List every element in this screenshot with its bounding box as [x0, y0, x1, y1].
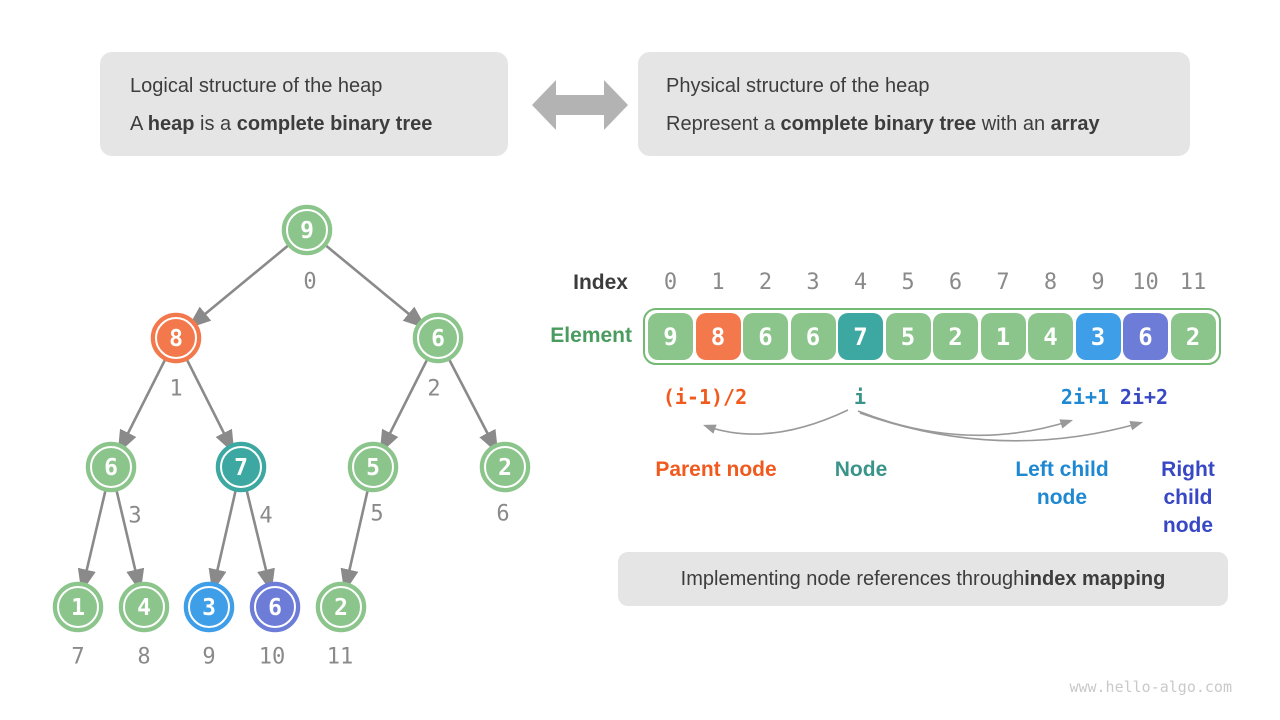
array-index-2: 2	[758, 270, 773, 295]
array-index-9: 9	[1091, 270, 1105, 295]
array-index-1: 1	[711, 270, 725, 295]
tree-index-label-9: 9	[202, 645, 215, 670]
tree-index-label-2: 2	[427, 377, 440, 402]
index-mapping-caption: Implementing node references through ind…	[618, 552, 1228, 606]
array-cell-6: 2	[933, 313, 978, 360]
node-role-label-1: Node	[834, 458, 888, 481]
tree-edge-1-3	[117, 359, 166, 454]
tree-index-label-4: 4	[259, 504, 272, 529]
node-role-label-2: Left child node	[1015, 458, 1109, 509]
tree-node-11: 2	[315, 581, 367, 633]
logical-structure-line2: A heap is a complete binary tree	[130, 113, 433, 135]
index-formula-2: 2i+1	[1060, 385, 1110, 409]
tree-node-7: 1	[52, 581, 104, 633]
tree-index-label-10: 10	[259, 645, 286, 670]
physical-structure-line1: Physical structure of the heap	[666, 75, 930, 97]
array-index-label: Index	[573, 271, 628, 294]
array-cell-10: 6	[1123, 313, 1168, 360]
physical-structure-box: Physical structure of the heap Represent…	[638, 52, 1190, 156]
array-cell-1: 8	[695, 313, 741, 360]
tree-node-0: 9	[281, 204, 333, 256]
tree-index-label-1: 1	[169, 377, 182, 402]
watermark: www.hello-algo.com	[1069, 678, 1232, 696]
tree-node-value: 2	[334, 595, 348, 621]
array-element-label: Element	[550, 324, 632, 347]
tree-node-value: 8	[169, 326, 183, 352]
index-formula-0: (i-1)/2	[662, 385, 748, 409]
tree-node-9: 3	[183, 581, 235, 633]
array-cell-0: 9	[648, 313, 693, 360]
tree-index-label-5: 5	[370, 502, 383, 527]
index-formula-1: i	[853, 385, 867, 409]
array-index-8: 8	[1043, 270, 1058, 295]
tree-node-value: 6	[104, 455, 118, 481]
tree-index-label-0: 0	[303, 270, 316, 295]
tree-node-value: 1	[71, 595, 85, 621]
array-index-7: 7	[996, 270, 1010, 295]
array-index-10: 10	[1132, 270, 1159, 295]
array-index-0: 0	[663, 270, 678, 295]
array-cell-9: 3	[1075, 313, 1121, 360]
physical-structure-line2: Represent a complete binary tree with an…	[666, 113, 1100, 135]
node-role-label-0: Parent node	[655, 458, 777, 481]
tree-node-value: 3	[202, 595, 216, 621]
tree-node-value: 6	[431, 326, 445, 352]
array-index-5: 5	[901, 270, 915, 295]
array-index-3: 3	[806, 270, 820, 295]
tree-edge-5-11	[340, 491, 369, 593]
tree-index-label-6: 6	[496, 502, 509, 527]
array-cell-7: 1	[980, 313, 1026, 360]
tree-edge-0-1	[187, 244, 289, 329]
array-index-11: 11	[1179, 270, 1207, 295]
tree-index-label-11: 11	[327, 645, 354, 670]
arrow-to-left-child-formula	[857, 410, 1074, 437]
node-role-label-3: Right child node	[1161, 458, 1215, 537]
tree-index-label-8: 8	[137, 645, 150, 670]
array-cell-3: 6	[790, 313, 836, 360]
tree-node-value: 2	[498, 455, 512, 481]
tree-edge-2-5	[379, 359, 428, 454]
arrow-to-right-child-formula	[859, 412, 1144, 442]
logical-structure-line1: Logical structure of the heap	[130, 75, 383, 97]
logical-structure-box: Logical structure of the heap A heap is …	[100, 52, 508, 156]
tree-edge-3-8	[115, 491, 145, 593]
tree-node-10: 6	[249, 581, 301, 633]
tree-node-3: 6	[85, 441, 137, 493]
tree-edge-4-9	[208, 491, 237, 593]
tree-node-1: 8	[150, 312, 202, 364]
array-cell-4: 7	[838, 313, 883, 360]
array-cell-11: 2	[1170, 313, 1216, 360]
tree-node-5: 5	[347, 441, 399, 493]
tree-node-8: 4	[118, 581, 170, 633]
index-formula-3: 2i+2	[1119, 385, 1169, 409]
array-cell-5: 5	[885, 313, 931, 360]
array-index-4: 4	[853, 270, 868, 295]
tree-node-value: 6	[268, 595, 282, 621]
tree-index-label-3: 3	[128, 504, 141, 529]
tree-edge-0-2	[325, 244, 427, 329]
array-cell-8: 4	[1028, 313, 1073, 360]
arrow-to-parent-formula	[702, 409, 849, 435]
tree-edge-1-4	[186, 359, 235, 454]
array-cell-2: 6	[743, 313, 788, 360]
tree-node-4: 7	[215, 441, 267, 493]
tree-edge-3-7	[77, 491, 107, 593]
tree-index-label-7: 7	[71, 645, 84, 670]
tree-edge-4-10	[245, 490, 275, 593]
tree-node-value: 5	[366, 455, 380, 481]
array-index-6: 6	[948, 270, 963, 295]
tree-node-2: 6	[412, 312, 464, 364]
tree-edge-2-6	[448, 359, 499, 454]
tree-node-value: 9	[300, 218, 314, 244]
tree-node-value: 7	[234, 455, 248, 481]
tree-node-6: 2	[479, 441, 531, 493]
array-index-row: 0 1 2 3 4 5 6 7 8 9 10 11	[648, 270, 1216, 296]
tree-node-value: 4	[137, 595, 151, 621]
